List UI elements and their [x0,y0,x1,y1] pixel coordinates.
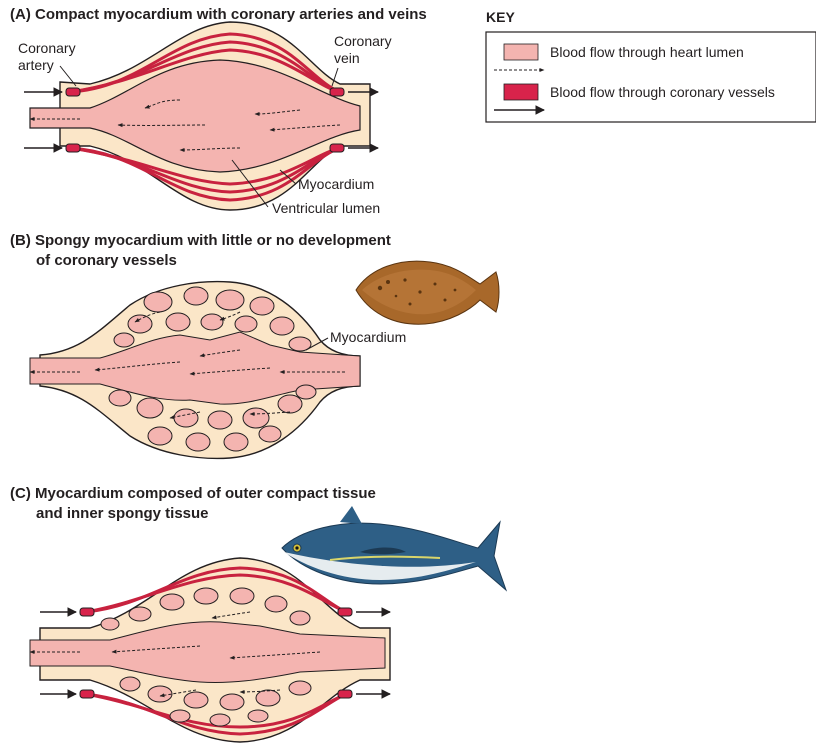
coronary-artery-leader [59,65,77,87]
coronary-artery-label-line2: artery [18,57,54,73]
coronary-vein-label-line1: Coronary [334,33,392,49]
panel-c: (C) Myocardium composed of outer compact… [10,485,508,743]
panel-b-lumen-flow-arrows [29,311,345,420]
coronary-vein-label-line2: vein [334,50,360,66]
panel-b: (B) Spongy myocardium with little or no … [10,232,500,460]
panel-a-coronary-vessels-bottom [69,146,341,202]
panel-a-title: (A) Compact myocardium with coronary art… [10,6,427,23]
panel-c-title-line1: (C) Myocardium composed of outer compact… [10,485,376,502]
panel-a-lumen-flow-arrows [29,99,341,152]
key-lumen-label: Blood flow through heart lumen [550,44,744,60]
myocardium-leader-b [305,337,329,351]
tuna-illustration [281,506,508,592]
flounder-illustration [355,260,500,325]
myocardium-leader-a [279,169,297,185]
panel-a-vessel-ends [65,87,345,153]
myocardium-label-b: Myocardium [330,329,406,345]
panel-c-coronary-vessels-bottom [85,692,347,736]
panel-c-lumen-flow-arrows [29,611,321,698]
panel-c-coronary-flow-arrows [40,607,391,699]
panel-c-vessel-ends [79,607,353,699]
key-vessel-label: Blood flow through coronary vessels [550,84,775,100]
panel-c-trabecular-spaces [100,587,312,727]
myocardium-label-a: Myocardium [298,176,374,192]
panel-a-ventricular-lumen [29,59,361,173]
panel-b-title-line1: (B) Spongy myocardium with little or no … [10,232,391,249]
panel-a: (A) Compact myocardium with coronary art… [10,6,427,216]
panel-c-title-line2: and inner spongy tissue [36,505,209,522]
panel-c-coronary-vessels-top [85,566,347,614]
panel-a-coronary-vessels-top [69,32,341,94]
panel-a-coronary-flow-arrows [24,87,379,153]
coronary-vein-leader [331,67,339,87]
panel-b-ventricular-lumen [29,331,361,405]
panel-c-ventricular-lumen [29,621,386,684]
ventricular-lumen-label: Ventricular lumen [272,200,380,216]
key-title: KEY [486,9,515,25]
key-lumen-swatch [503,43,539,61]
coronary-artery-label-line1: Coronary [18,40,76,56]
key-vessel-swatch [503,83,539,101]
panel-b-title-line2: of coronary vessels [36,252,177,269]
panel-b-trabecular-spaces [108,286,317,452]
ventricular-lumen-leader [231,159,269,208]
key: KEY Blood flow through heart lumen Blood… [485,9,816,123]
